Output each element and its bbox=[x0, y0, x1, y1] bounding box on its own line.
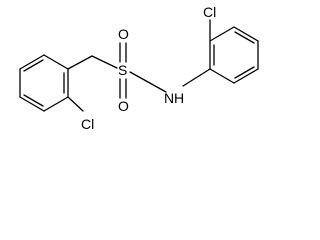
oxygen-label-top: O bbox=[118, 26, 129, 42]
oxygen-label-bottom: O bbox=[118, 98, 129, 114]
chemical-structure: Cl Cl S O O N H bbox=[19, 4, 259, 132]
chlorine-label-bottom: Cl bbox=[81, 116, 94, 132]
bond bbox=[209, 26, 235, 42]
atom-labels: Cl Cl S O O N H bbox=[81, 4, 216, 132]
bond bbox=[43, 96, 69, 112]
bond bbox=[23, 59, 44, 72]
bond bbox=[67, 55, 93, 70]
bond bbox=[129, 71, 167, 93]
nitrogen-label: N bbox=[164, 90, 174, 106]
bond bbox=[43, 54, 69, 70]
bond bbox=[234, 31, 255, 44]
bonds bbox=[19, 19, 259, 112]
bond bbox=[67, 96, 84, 112]
bond bbox=[234, 66, 255, 79]
sulfur-label: S bbox=[118, 62, 127, 78]
bond bbox=[91, 55, 118, 69]
bond bbox=[209, 68, 235, 84]
bond bbox=[23, 94, 44, 107]
bond bbox=[233, 26, 259, 42]
chlorine-label-top: Cl bbox=[203, 4, 216, 20]
bond bbox=[19, 54, 45, 70]
bond bbox=[233, 68, 259, 84]
bond bbox=[182, 68, 211, 87]
hydrogen-label: H bbox=[174, 90, 184, 106]
bond bbox=[19, 96, 45, 112]
